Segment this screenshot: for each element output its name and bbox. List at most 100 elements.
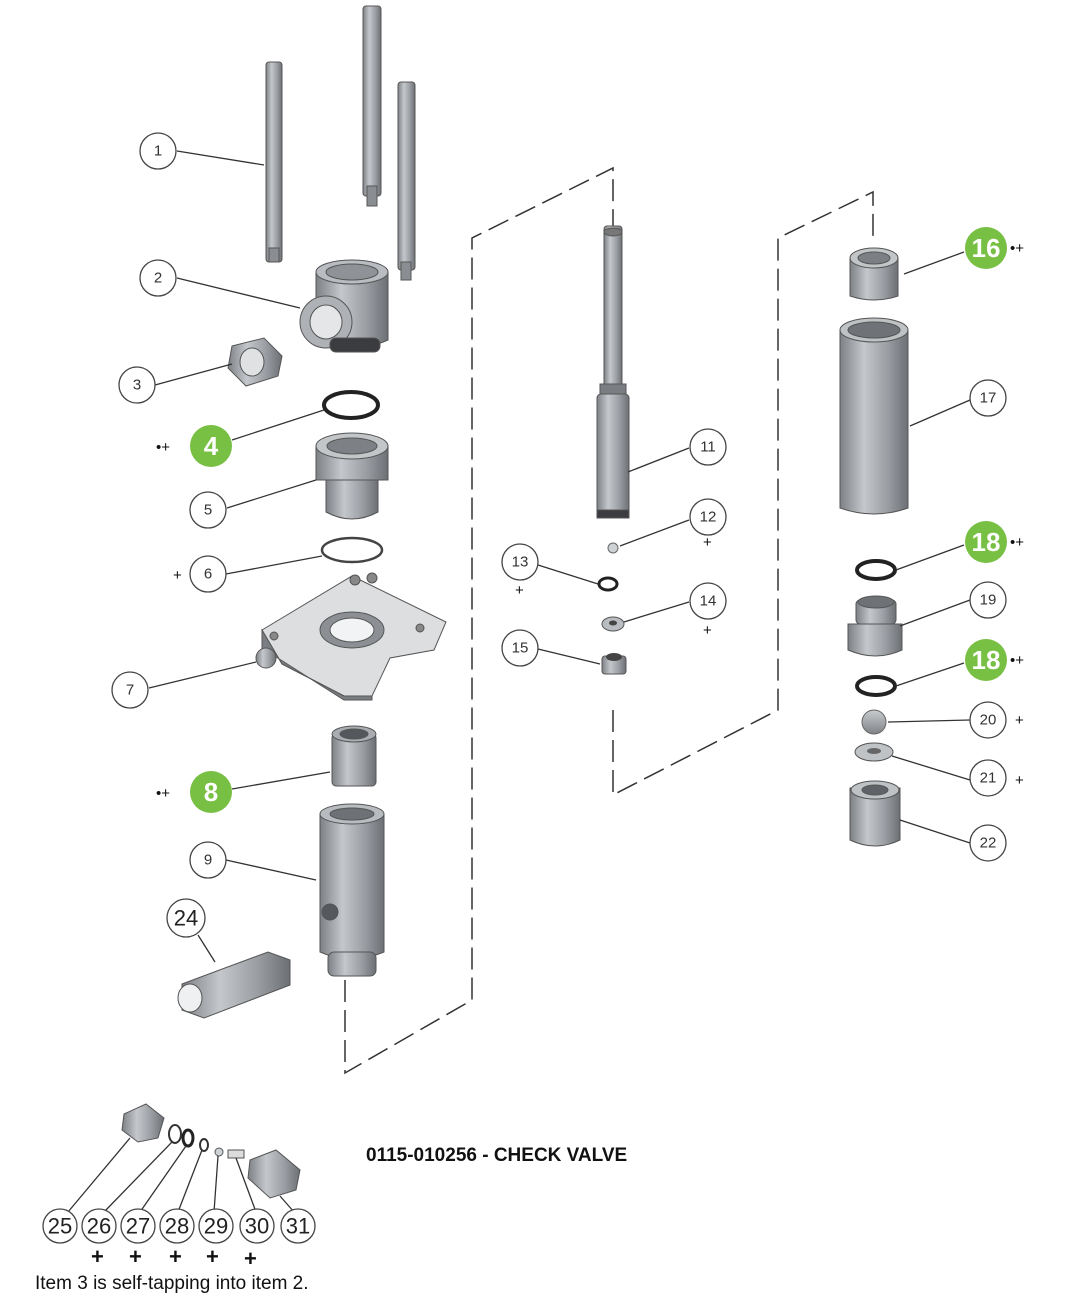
- svg-text:+: +: [703, 622, 712, 639]
- callout-14: 14 +: [689, 582, 727, 639]
- svg-text:12: 12: [700, 509, 717, 526]
- svg-text:18: 18: [972, 645, 1001, 675]
- svg-text:+: +: [244, 1246, 257, 1271]
- svg-text:19: 19: [980, 592, 997, 609]
- kit-parts-inset: [121, 1103, 301, 1199]
- part-18a-seal: [855, 559, 897, 581]
- callout-28: 28 +: [159, 1208, 195, 1269]
- svg-text:+: +: [129, 1244, 142, 1269]
- svg-text:+: +: [91, 1244, 104, 1269]
- svg-text:+: +: [173, 567, 182, 584]
- svg-text:14: 14: [700, 593, 717, 610]
- svg-text:16: 16: [972, 233, 1001, 263]
- svg-text:31: 31: [286, 1214, 310, 1239]
- svg-text:+: +: [206, 1244, 219, 1269]
- assembly-lines: [344, 166, 874, 1075]
- svg-text:25: 25: [48, 1214, 72, 1239]
- part-14-washer: [601, 616, 625, 632]
- part-21-washer: [854, 742, 894, 762]
- svg-text:18: 18: [972, 527, 1001, 557]
- part-22-body: [849, 780, 901, 847]
- svg-text:•+: •+: [156, 785, 170, 802]
- part-19-seat: [847, 595, 903, 657]
- callout-4: 4 •+: [156, 425, 232, 467]
- svg-text:9: 9: [204, 852, 212, 869]
- svg-text:8: 8: [204, 777, 218, 807]
- part-15-nut: [601, 653, 627, 675]
- part-24-fitting: [177, 951, 291, 1019]
- svg-text:5: 5: [204, 502, 212, 519]
- svg-text:17: 17: [980, 390, 997, 407]
- part-17-sleeve: [839, 317, 909, 515]
- svg-text:1: 1: [154, 143, 162, 160]
- callout-13: 13 +: [501, 543, 539, 599]
- svg-text:+: +: [169, 1244, 182, 1269]
- callout-6: 6 +: [173, 555, 227, 593]
- part-1-pins: [265, 5, 416, 281]
- part-6-clip: [320, 536, 384, 564]
- callout-2: 2: [139, 259, 177, 297]
- svg-text:2: 2: [154, 270, 162, 287]
- svg-text:22: 22: [980, 835, 997, 852]
- part-18b-seal: [855, 675, 897, 697]
- svg-text:28: 28: [165, 1214, 189, 1239]
- part-20-ball: [861, 709, 887, 735]
- callout-7: 7: [111, 671, 149, 709]
- svg-text:+: +: [703, 534, 712, 551]
- svg-text:20: 20: [980, 712, 997, 729]
- part-16-cap: [849, 247, 899, 301]
- callout-3: 3: [118, 366, 156, 404]
- callout-16: 16 •+: [965, 227, 1024, 269]
- svg-text:21: 21: [980, 770, 997, 787]
- part-9-body: [319, 803, 385, 977]
- callout-27: 27 +: [120, 1208, 156, 1269]
- svg-text:13: 13: [512, 554, 529, 571]
- callout-26: 26 +: [81, 1208, 117, 1269]
- part-4-oring: [322, 390, 380, 420]
- svg-text:+: +: [1015, 772, 1024, 789]
- callout-9: 9: [189, 841, 227, 879]
- callout-1: 1: [139, 132, 177, 170]
- kit-title: 0115-010256 - CHECK VALVE: [366, 1145, 628, 1166]
- svg-text:3: 3: [133, 377, 141, 394]
- part-8-cartridge: [331, 725, 377, 787]
- svg-text:+: +: [1015, 712, 1024, 729]
- footnote: Item 3 is self-tapping into item 2.: [35, 1273, 309, 1294]
- leader-lines: [67, 150, 971, 1213]
- svg-text:15: 15: [512, 640, 529, 657]
- callout-29: 29 +: [198, 1208, 234, 1269]
- svg-text:•+: •+: [156, 439, 170, 456]
- svg-text:30: 30: [245, 1214, 269, 1239]
- part-13-ring: [597, 576, 619, 592]
- svg-text:27: 27: [126, 1214, 150, 1239]
- svg-text:24: 24: [174, 906, 198, 931]
- part-11-shaft: [596, 225, 630, 519]
- svg-text:29: 29: [204, 1214, 228, 1239]
- svg-text:26: 26: [87, 1214, 111, 1239]
- callout-18-lower: 18 •+: [965, 639, 1024, 681]
- svg-text:•+: •+: [1010, 652, 1024, 669]
- svg-text:•+: •+: [1010, 240, 1024, 257]
- part-7-plate: [255, 572, 447, 701]
- callout-17: 17: [969, 379, 1007, 417]
- part-3-bushing: [227, 337, 283, 387]
- callout-5: 5: [189, 491, 227, 529]
- part-2-housing: [299, 259, 389, 353]
- callout-24: 24: [166, 898, 206, 938]
- callout-19: 19: [969, 581, 1007, 619]
- callout-30: 30 +: [239, 1208, 275, 1271]
- callout-25: 25: [42, 1208, 78, 1244]
- svg-text:4: 4: [204, 431, 219, 461]
- callout-15: 15: [501, 629, 539, 667]
- callout-8: 8 •+: [156, 771, 232, 813]
- callout-20: 20 +: [969, 701, 1024, 739]
- callout-22: 22: [969, 824, 1007, 862]
- part-5-nut: [315, 432, 389, 520]
- svg-text:11: 11: [700, 439, 716, 456]
- callout-31: 31: [280, 1208, 316, 1244]
- svg-text:7: 7: [126, 682, 134, 699]
- callout-11: 11: [689, 428, 727, 466]
- callout-18-upper: 18 •+: [965, 521, 1024, 563]
